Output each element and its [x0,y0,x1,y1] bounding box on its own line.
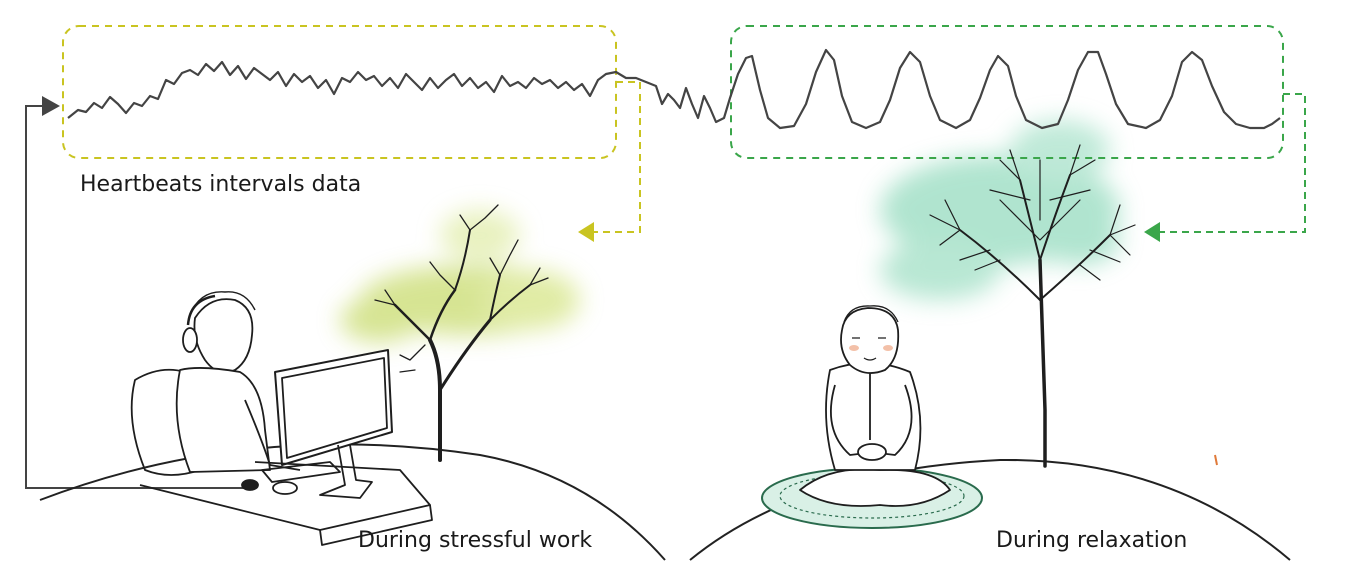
heartbeat-signal [67,48,1281,130]
ground-right [689,458,1291,561]
person-at-computer-illustration [130,291,433,546]
stress-window-box [62,25,617,159]
stress-tree-illustration [374,204,549,462]
stress-arrow [578,81,641,242]
stress-foliage [340,210,580,342]
small-mark [1214,454,1218,466]
heartbeat-data-label: Heartbeats intervals data [80,172,362,197]
relax-arrow [1144,93,1306,242]
relax-window-box [730,25,1284,159]
relax-foliage [880,120,1120,300]
ground-left [39,443,666,561]
meditating-person-illustration [761,305,983,529]
feedback-loop-arrow [25,96,250,489]
stress-scene-label: During stressful work [358,528,593,553]
relax-scene-label: During relaxation [996,528,1188,553]
relax-tree-illustration [929,144,1136,468]
